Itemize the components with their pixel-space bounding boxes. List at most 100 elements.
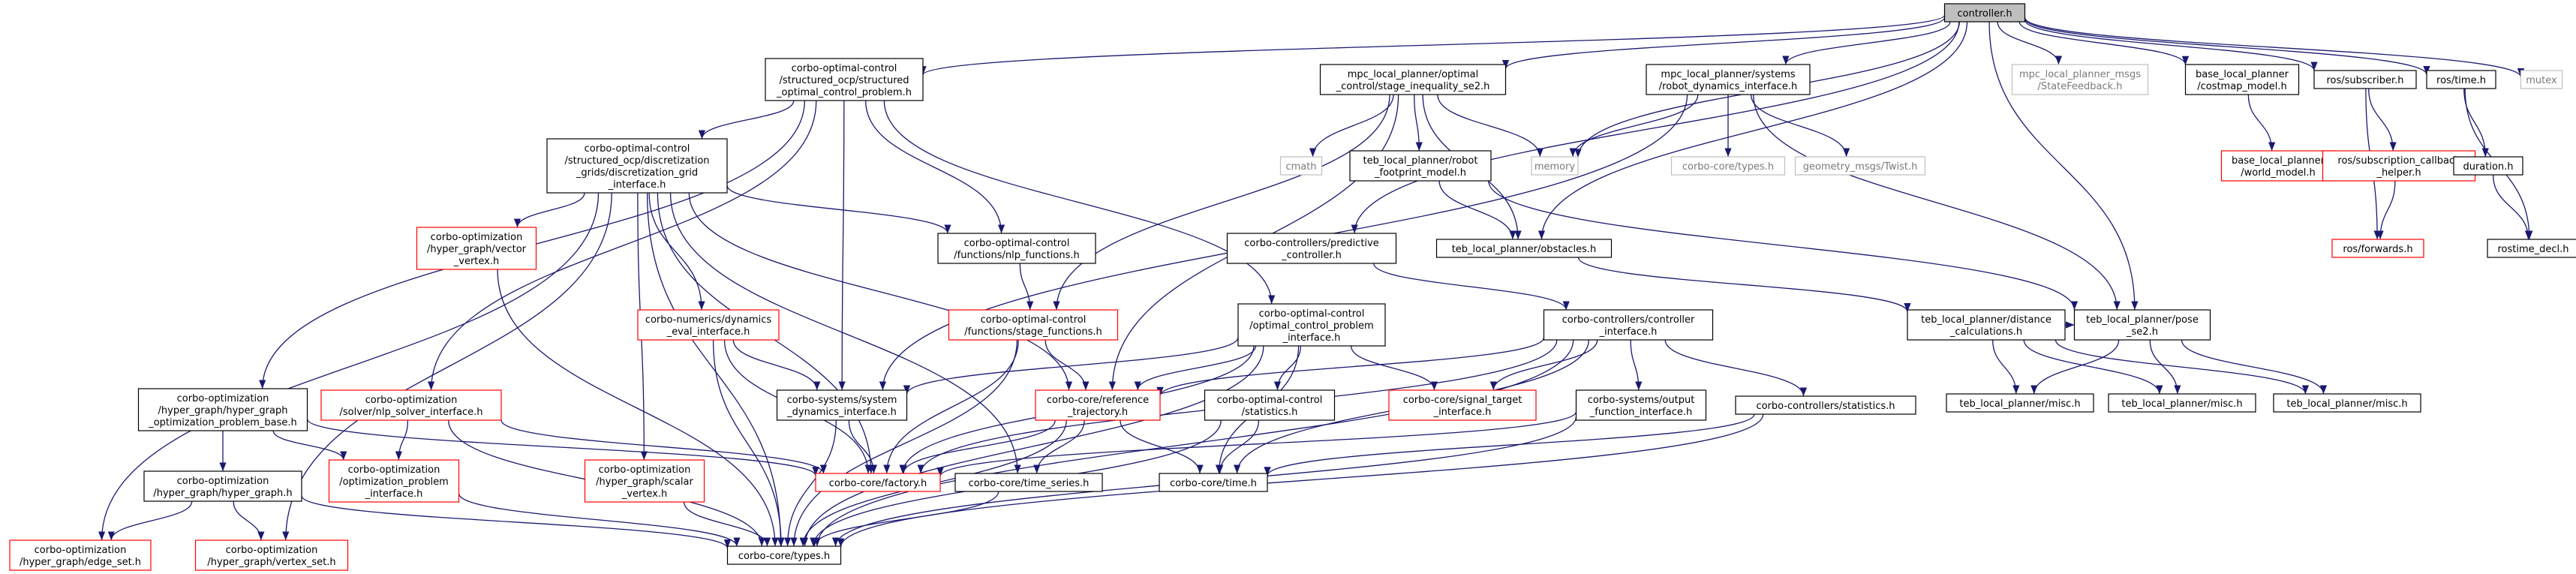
node-nlp-solver[interactable]: corbo-optimization/solver/nlp_solver_int… — [320, 389, 502, 421]
node-twist: geometry_msgs/Twist.h — [1794, 156, 1926, 176]
node-sys-dynamics[interactable]: corbo-systems/system_dynamics_interface.… — [776, 389, 908, 421]
node-mpc-stage-ineq[interactable]: mpc_local_planner/optimal_control/stage_… — [1319, 64, 1507, 95]
node-structured-ocp[interactable]: corbo-optimal-control/structured_ocp/str… — [765, 58, 924, 101]
node-box — [2453, 156, 2523, 176]
node-label: corbo-optimal-control — [792, 63, 897, 74]
node-distance-calc[interactable]: teb_local_planner/distance_calculations.… — [1907, 309, 2066, 341]
node-ros-time[interactable]: ros/time.h — [2426, 70, 2496, 89]
node-label: mpc_local_planner_msgs — [2019, 69, 2141, 80]
node-obstacles[interactable]: teb_local_planner/obstacles.h — [1435, 239, 1613, 258]
edge-mpc-stage-ineq-to-robot-footprint — [1414, 94, 1423, 152]
node-ctrl-statistics[interactable]: corbo-controllers/statistics.h — [1735, 395, 1916, 415]
node-label: _vertex.h — [621, 488, 667, 500]
node-disc-grid[interactable]: corbo-optimal-control/structured_ocp/dis… — [546, 138, 728, 194]
node-output-function[interactable]: corbo-systems/output_function_interface.… — [1575, 389, 1707, 421]
edge-controller-to-ros-time — [2024, 18, 2430, 75]
node-label: corbo-controllers/statistics.h — [1756, 401, 1895, 412]
edge-ref-traj-to-core-time — [1120, 419, 1204, 474]
edge-costmap-model-to-world-model — [2247, 94, 2276, 152]
node-rostime-decl[interactable]: rostime_decl.h — [2487, 239, 2576, 258]
edge-robot-footprint-to-pose-se2 — [1488, 180, 2079, 311]
edge-controller-to-mpc-stage-ineq — [1502, 17, 1946, 69]
node-label: ros/subscription_callback — [2337, 155, 2460, 167]
node-box — [1237, 303, 1386, 347]
node-sub-callback[interactable]: ros/subscription_callback_helper.h — [2322, 150, 2476, 182]
edge-controller-to-statefeedback — [1997, 21, 2063, 65]
node-world-model[interactable]: base_local_planner/world_model.h — [2220, 150, 2336, 182]
node-robot-dynamics[interactable]: mpc_local_planner/systems/robot_dynamics… — [1646, 64, 1811, 95]
node-label: ros/subscriber.h — [2326, 75, 2403, 86]
node-label: corbo-optimal-control — [585, 143, 690, 155]
edge-sub-callback-to-forwards — [2376, 180, 2396, 240]
node-label: corbo-optimization — [348, 464, 440, 476]
node-core-types-gray: corbo-core/types.h — [1670, 156, 1786, 176]
node-robot-footprint[interactable]: teb_local_planner/robot_footprint_model.… — [1349, 150, 1492, 182]
node-misc2[interactable]: teb_local_planner/misc.h — [2108, 393, 2256, 413]
node-signal-target[interactable]: corbo-core/signal_target_interface.h — [1388, 389, 1537, 421]
edge-ros-time-to-duration — [2463, 88, 2489, 158]
node-opt-problem[interactable]: corbo-optimization/optimization_problem_… — [328, 459, 460, 503]
node-label: corbo-optimal-control — [981, 314, 1087, 326]
node-box — [2108, 393, 2256, 413]
node-label: cmath — [1285, 161, 1316, 173]
node-label: _interface.h — [1282, 332, 1341, 344]
node-ocp-interface[interactable]: corbo-optimal-control/optimal_control_pr… — [1237, 303, 1386, 347]
node-costmap-model[interactable]: base_local_planner/costmap_model.h — [2184, 64, 2300, 95]
node-factory[interactable]: corbo-core/factory.h — [815, 473, 941, 492]
edge-disc-grid-to-vertex-set — [282, 192, 612, 541]
node-label: corbo-optimal-control — [1259, 308, 1365, 320]
edge-structured-ocp-to-sys-dynamics — [838, 100, 846, 391]
node-box — [1646, 64, 1811, 95]
node-predictive[interactable]: corbo-controllers/predictive_controller.… — [1226, 233, 1397, 264]
node-ctrl-interface[interactable]: corbo-controllers/controller_interface.h — [1543, 309, 1714, 341]
node-core-types[interactable]: corbo-core/types.h — [726, 545, 842, 565]
edge-controller-to-robot-dynamics — [1782, 21, 1951, 65]
node-controller[interactable]: controller.h — [1943, 3, 2026, 23]
node-box — [1226, 233, 1397, 264]
edge-hyper-vector-to-core-types — [497, 269, 779, 547]
node-label: mutex — [2526, 75, 2557, 86]
node-ref-traj[interactable]: corbo-core/reference_trajectory.h — [1035, 389, 1161, 421]
node-label: _function_interface.h — [1589, 407, 1692, 418]
edge-ref-traj-to-factory — [900, 419, 1056, 474]
node-ros-subscriber[interactable]: ros/subscriber.h — [2313, 70, 2417, 89]
node-box — [2487, 239, 2576, 258]
edge-distance-calc-to-misc2 — [2023, 339, 2163, 395]
node-label: teb_local_planner/robot — [1363, 155, 1478, 167]
node-hg-opt-base[interactable]: corbo-optimization/hyper_graph/hyper_gra… — [137, 388, 308, 431]
edge-ctrl-interface-to-ctrl-statistics — [1664, 339, 1808, 397]
node-hyper-vector[interactable]: corbo-optimization/hyper_graph/vector_ve… — [416, 227, 537, 270]
node-duration[interactable]: duration.h — [2453, 156, 2523, 176]
node-box — [1543, 309, 1714, 341]
node-misc3[interactable]: teb_local_planner/misc.h — [2273, 393, 2421, 413]
node-label: corbo-core/time_series.h — [969, 478, 1090, 489]
node-ocp-statistics[interactable]: corbo-optimal-control/statistics.h — [1204, 389, 1336, 421]
node-vertex-set[interactable]: corbo-optimization/hyper_graph/vertex_se… — [194, 539, 349, 571]
node-mutex: mutex — [2520, 70, 2563, 89]
node-forwards[interactable]: ros/forwards.h — [2331, 239, 2424, 258]
node-label: ros/time.h — [2436, 75, 2486, 86]
node-scalar-vertex[interactable]: corbo-optimization/hyper_graph/scalar_ve… — [584, 459, 705, 503]
node-box — [954, 473, 1103, 492]
node-time-series[interactable]: corbo-core/time_series.h — [954, 473, 1103, 492]
node-label: teb_local_planner/misc.h — [1959, 398, 2080, 410]
edge-structured-ocp-to-nlp-solver — [427, 100, 817, 391]
node-dynamics-eval[interactable]: corbo-numerics/dynamics_eval_interface.h — [637, 309, 780, 341]
node-label: corbo-systems/output — [1588, 395, 1695, 406]
node-misc1[interactable]: teb_local_planner/misc.h — [1946, 393, 2094, 413]
node-pose-se2[interactable]: teb_local_planner/pose_se2.h — [2073, 309, 2211, 341]
node-core-time[interactable]: corbo-core/time.h — [1159, 473, 1268, 492]
node-label: _grids/discretization_grid — [576, 167, 698, 179]
node-edge-set[interactable]: corbo-optimization/hyper_graph/edge_set.… — [9, 539, 152, 571]
edge-pose-se2-to-misc3 — [2181, 339, 2328, 395]
edge-robot-dynamics-to-pose-se2 — [1753, 94, 2121, 311]
node-hyper-graph[interactable]: corbo-optimization/hyper_graph/hyper_gra… — [143, 470, 302, 502]
edge-ctrl-interface-to-signal-target — [1489, 339, 1598, 391]
node-box — [9, 539, 152, 571]
node-nlp-functions[interactable]: corbo-optimal-control/functions/nlp_func… — [937, 233, 1096, 264]
node-box — [2426, 70, 2496, 89]
node-stage-functions[interactable]: corbo-optimal-control/functions/stage_fu… — [948, 309, 1119, 341]
node-label: _helper.h — [2376, 167, 2421, 179]
edge-mpc-stage-ineq-to-memory — [1437, 94, 1543, 158]
